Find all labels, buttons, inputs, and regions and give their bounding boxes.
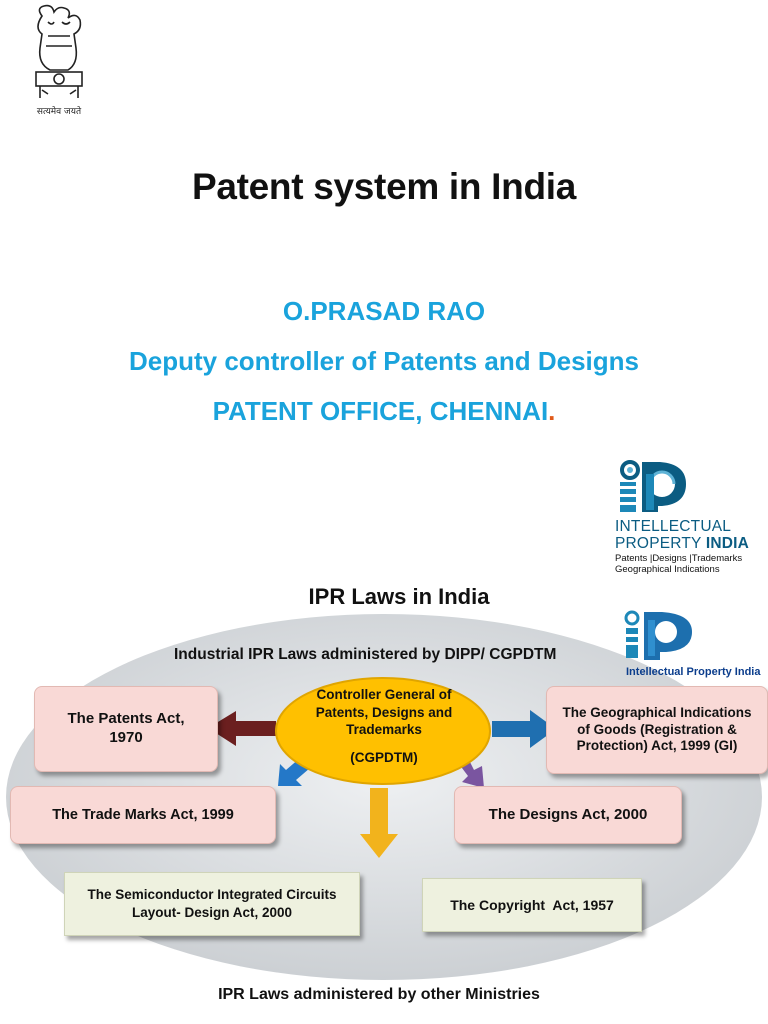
page-title: Patent system in India bbox=[191, 166, 577, 207]
ip-logo-1-title: INTELLECTUAL PROPERTY INDIA bbox=[615, 518, 749, 552]
semiconductor-act-box: The Semiconductor Integrated Circuits La… bbox=[64, 872, 360, 936]
patents-act-line2: 1970 bbox=[109, 729, 143, 746]
ip-logo-1-sub1: Patents |Designs |Trademarks bbox=[615, 553, 743, 564]
cgpdtm-label: Controller General of Patents, Designs a… bbox=[286, 686, 482, 739]
cgpdtm-line1: Controller General of bbox=[316, 687, 452, 702]
trade-marks-act-box: The Trade Marks Act, 1999 bbox=[10, 786, 276, 844]
gi-act-line3: Protection) Act, 1999 (GI) bbox=[576, 738, 738, 754]
ip-logo-1-line2-prefix: PROPERTY bbox=[615, 535, 706, 552]
cgpdtm-line3: Trademarks bbox=[346, 722, 422, 738]
copyright-act-label: The Copyright Act, 1957 bbox=[450, 896, 614, 913]
cgpdtm-abbreviation: (CGPDTM) bbox=[350, 750, 418, 765]
author-name: O.PRASAD RAO bbox=[282, 296, 486, 326]
ip-india-logo-icon bbox=[620, 460, 686, 512]
other-ministries-caption: IPR Laws administered by other Ministrie… bbox=[218, 986, 540, 1003]
ip-logo-1-line2-bold: INDIA bbox=[705, 535, 750, 552]
semiconductor-act-line1: The Semiconductor Integrated Circuits bbox=[87, 886, 337, 902]
semiconductor-act-line2: Layout- Design Act, 2000 bbox=[131, 905, 293, 920]
national-emblem-icon bbox=[35, 4, 83, 98]
gi-act-line2: of Goods (Registration & bbox=[577, 721, 737, 737]
ip-india-logo-2-icon bbox=[624, 610, 692, 660]
gi-act-line1: The Geographical Indications bbox=[562, 704, 752, 720]
author-office-name: PATENT OFFICE, CHENNAI bbox=[212, 396, 549, 426]
gi-act-box: The Geographical Indications of Goods (R… bbox=[546, 686, 768, 774]
author-office-dot: . bbox=[548, 396, 556, 426]
author-office: PATENT OFFICE, CHENNAI. bbox=[0, 396, 768, 427]
designs-act-box: The Designs Act, 2000 bbox=[454, 786, 682, 844]
cgpdtm-oval bbox=[275, 677, 491, 785]
ip-logo-1-line2: PROPERTY INDIA bbox=[615, 535, 749, 552]
cgpdtm-line2: Patents, Designs and bbox=[315, 704, 453, 720]
ellipse-caption: Industrial IPR Laws administered by DIPP… bbox=[174, 646, 557, 663]
designs-act-label: The Designs Act, 2000 bbox=[488, 805, 648, 823]
copyright-act-box: The Copyright Act, 1957 bbox=[422, 878, 642, 932]
emblem-motto: सत्यमेव जयते bbox=[36, 107, 82, 117]
trade-marks-act-label: The Trade Marks Act, 1999 bbox=[52, 806, 234, 823]
ip-logo-2-text: Intellectual Property India bbox=[626, 666, 761, 678]
author-role: Deputy controller of Patents and Designs bbox=[129, 346, 639, 376]
ip-logo-1-line1: INTELLECTUAL bbox=[615, 518, 732, 535]
diagram-title: IPR Laws in India bbox=[308, 584, 490, 609]
ip-logo-1-sub2: Geographical Indications bbox=[615, 564, 720, 575]
ip-logo-1-subtitle: Patents |Designs |Trademarks Geographica… bbox=[615, 553, 742, 575]
patents-act-box: The Patents Act, 1970 bbox=[34, 686, 218, 772]
patents-act-line1: The Patents Act, bbox=[67, 710, 185, 728]
